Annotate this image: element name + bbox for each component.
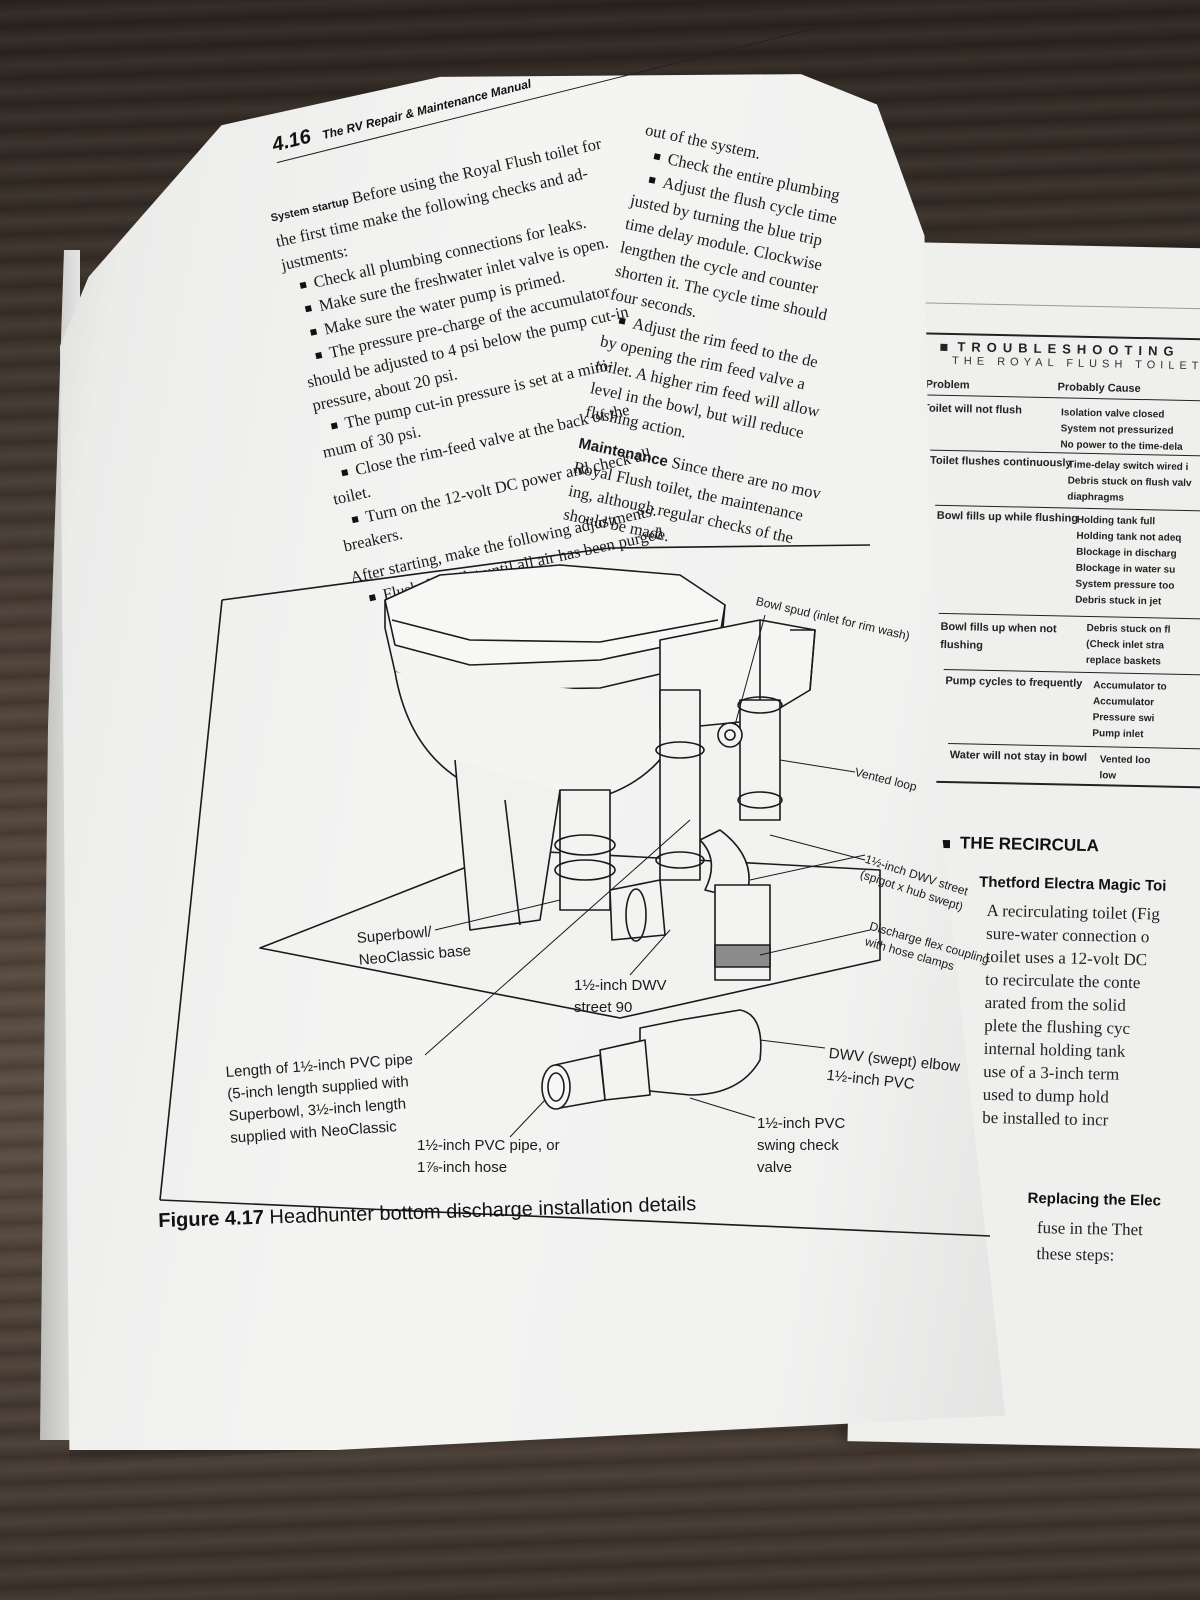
label-pvc-length: Length of 1½-inch PVC pipe(5-inch length…	[225, 1050, 414, 1147]
figure-number: Figure 4.17	[158, 1206, 265, 1232]
